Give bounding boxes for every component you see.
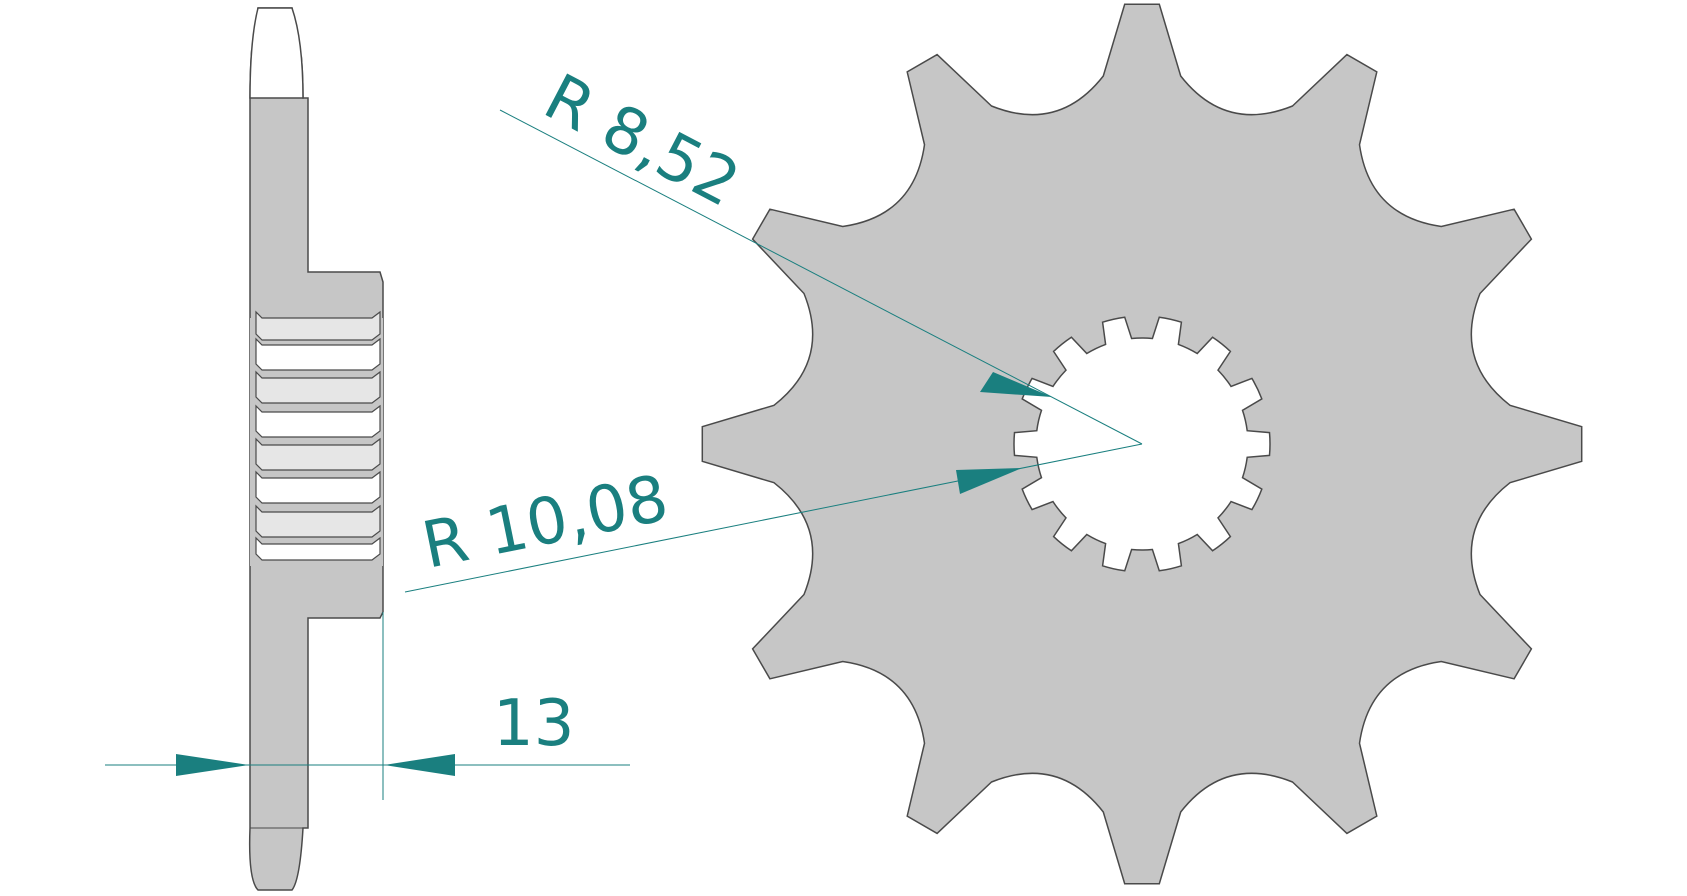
side-view-spline-bore: [250, 310, 383, 566]
arrowhead-thickness-left: [176, 754, 249, 776]
leader-line-r852: [499, 109, 1143, 445]
side-view-tooth-tip-outline: [249, 7, 304, 99]
spline-bore-band: [255, 504, 381, 538]
spline-bore-band: [255, 404, 381, 438]
sprocket-body: [701, 3, 1583, 885]
label-r852: R 8,52: [533, 61, 751, 222]
label-r1008: R 10,08: [416, 462, 674, 584]
arrowhead-r1008: [956, 468, 1022, 494]
dimension-thickness: 13: [105, 612, 630, 800]
side-view: [248, 7, 384, 891]
spline-bore-band: [255, 337, 381, 371]
label-thickness: 13: [493, 687, 574, 761]
arrowhead-r852: [980, 372, 1052, 397]
front-view: [701, 3, 1583, 885]
spline-bore-band: [255, 536, 381, 561]
arrowhead-thickness-right: [384, 754, 455, 776]
spline-bore-band: [255, 437, 381, 471]
spline-bore-band: [255, 470, 381, 504]
spline-bore-band: [255, 370, 381, 404]
spline-bore-band: [255, 310, 381, 341]
